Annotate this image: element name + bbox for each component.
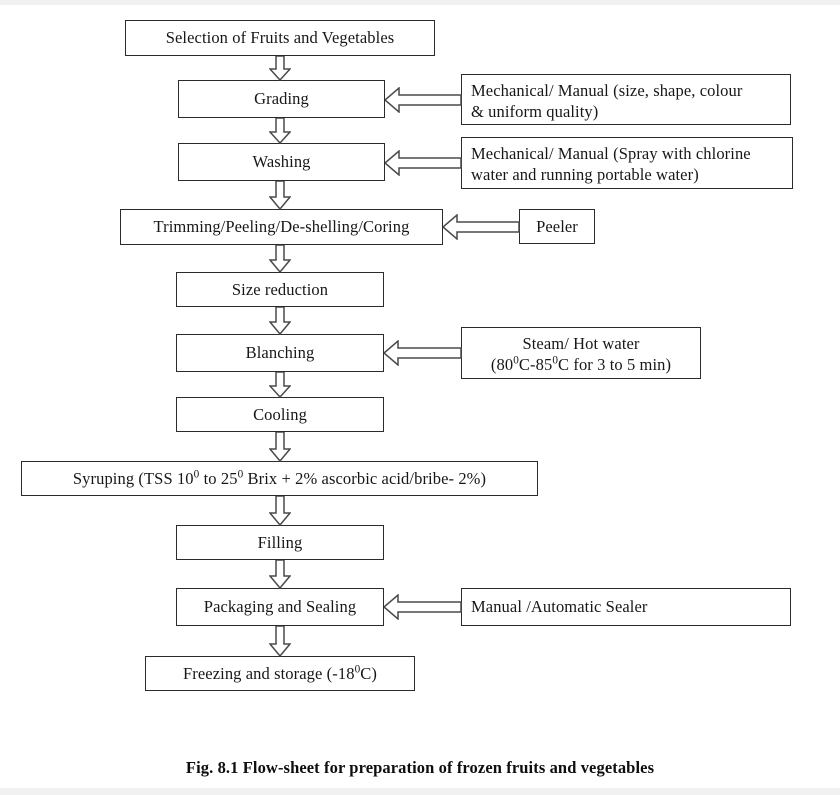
annotation-line-1: Manual /Automatic Sealer: [471, 597, 648, 617]
process-label-freezing: Freezing and storage (-180C): [183, 663, 377, 683]
page-top-band: [0, 0, 840, 5]
annotation-arrow-peeler: [443, 214, 520, 240]
process-box-blanching: Blanching: [176, 334, 384, 372]
degree-sup: 0: [354, 663, 361, 676]
annotation-line-1: Peeler: [536, 216, 578, 236]
process-box-selection: Selection of Fruits and Vegetables: [125, 20, 435, 56]
flow-arrow-washing-to-trimming: [269, 181, 291, 210]
process-box-size-reduction: Size reduction: [176, 272, 384, 307]
process-box-freezing: Freezing and storage (-180C): [145, 656, 415, 691]
process-label-washing: Washing: [252, 152, 311, 172]
process-box-cooling: Cooling: [176, 397, 384, 432]
process-label-grading: Grading: [254, 89, 309, 109]
flow-arrow-blanching-to-cooling: [269, 372, 291, 398]
flow-arrow-packaging-to-freezing: [269, 626, 291, 657]
degree-sup: 0: [513, 354, 519, 367]
annotation-box-washing-note: Mechanical/ Manual (Spray with chlorine …: [461, 137, 793, 189]
annotation-box-blanching-note: Steam/ Hot water (800C-850C for 3 to 5 m…: [461, 327, 701, 379]
annotation-line-1: Mechanical/ Manual (size, shape, colour: [471, 81, 743, 100]
flow-arrow-syruping-to-filling: [269, 496, 291, 526]
annotation-box-sealer-note: Manual /Automatic Sealer: [461, 588, 791, 626]
annotation-arrow-sealer: [384, 594, 462, 620]
process-box-trimming: Trimming/Peeling/De-shelling/Coring: [120, 209, 443, 245]
annotation-line-2: (800C-850C for 3 to 5 min): [490, 354, 672, 375]
flow-arrow-selection-to-grading: [269, 56, 291, 81]
process-box-grading: Grading: [178, 80, 385, 118]
figure-caption: Fig. 8.1 Flow-sheet for preparation of f…: [185, 758, 655, 777]
flow-arrow-filling-to-packaging: [269, 560, 291, 589]
annotation-box-grading-note: Mechanical/ Manual (size, shape, colour …: [461, 74, 791, 125]
process-box-filling: Filling: [176, 525, 384, 560]
process-box-washing: Washing: [178, 143, 385, 181]
annotation-line-1: Mechanical/ Manual (Spray with chlorine: [471, 144, 751, 163]
process-label-cooling: Cooling: [253, 404, 307, 424]
flow-arrow-trimming-to-size-reduction: [269, 245, 291, 273]
flow-arrow-size-reduction-to-blanching: [269, 307, 291, 335]
annotation-arrow-washing: [385, 150, 462, 176]
annotation-box-peeler-note: Peeler: [519, 209, 595, 244]
process-label-blanching: Blanching: [245, 343, 315, 363]
process-label-syruping: Syruping (TSS 100 to 250 Brix + 2% ascor…: [72, 468, 487, 488]
process-box-packaging: Packaging and Sealing: [176, 588, 384, 626]
annotation-arrow-grading: [385, 87, 462, 113]
degree-sup: 0: [237, 468, 244, 481]
page-bottom-band: [0, 788, 840, 795]
annotation-line-2: water and running portable water): [471, 165, 699, 185]
process-label-packaging: Packaging and Sealing: [203, 597, 357, 617]
degree-sup: 0: [552, 354, 559, 367]
process-label-filling: Filling: [257, 532, 303, 552]
flow-arrow-cooling-to-syruping: [269, 432, 291, 462]
annotation-line-2: & uniform quality): [471, 102, 599, 122]
process-box-syruping: Syruping (TSS 100 to 250 Brix + 2% ascor…: [21, 461, 538, 496]
flow-arrow-grading-to-washing: [269, 118, 291, 144]
annotation-arrow-blanching: [384, 340, 462, 366]
annotation-line-1: Steam/ Hot water: [522, 334, 640, 353]
process-label-trimming: Trimming/Peeling/De-shelling/Coring: [153, 217, 410, 237]
process-label-selection: Selection of Fruits and Vegetables: [165, 28, 395, 48]
process-label-size-reduction: Size reduction: [231, 279, 329, 299]
degree-sup: 0: [193, 468, 200, 481]
